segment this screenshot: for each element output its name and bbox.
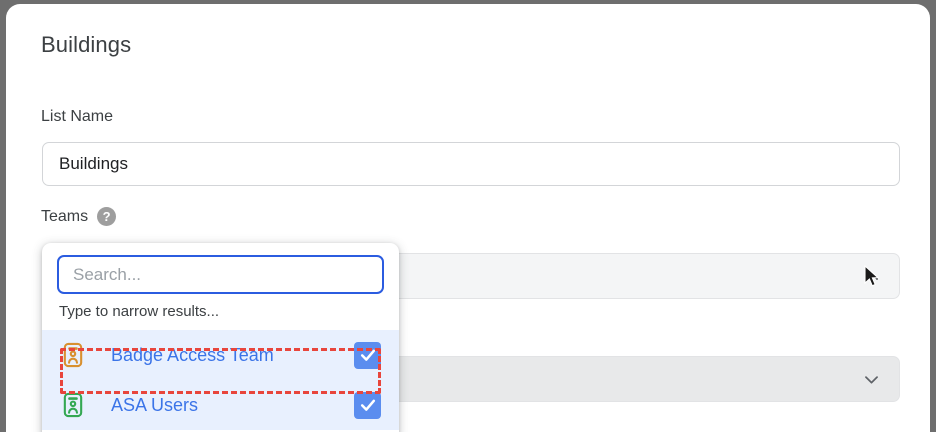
dropdown-search-input[interactable]	[57, 255, 384, 294]
page-title: Buildings	[41, 32, 132, 57]
list-name-input[interactable]	[42, 142, 900, 186]
teams-dropdown-panel: Type to narrow results... Badge Access T…	[42, 243, 399, 432]
teams-label: Teams ?	[41, 207, 117, 226]
dropdown-option-row[interactable]: ASA Users	[42, 380, 399, 430]
dropdown-option-list: Badge Access Team	[42, 330, 399, 430]
dropdown-hint-text: Type to narrow results...	[59, 303, 220, 320]
dropdown-option-label: Badge Access Team	[111, 344, 274, 365]
teams-label-text: Teams	[41, 207, 89, 225]
dropdown-option-label: ASA Users	[111, 394, 199, 415]
help-circle-icon[interactable]: ?	[97, 207, 117, 226]
dropdown-option-checkbox[interactable]	[354, 341, 381, 369]
dropdown-option-checkbox[interactable]	[354, 391, 381, 419]
chevron-up-icon[interactable]	[862, 267, 881, 286]
chevron-down-icon[interactable]	[862, 370, 881, 389]
app-window: Buildings List Name Teams ? ners	[6, 4, 930, 432]
id-badge-icon	[59, 391, 87, 419]
list-name-label: List Name	[41, 108, 114, 125]
dropdown-option-row[interactable]: Badge Access Team	[42, 330, 399, 380]
id-badge-icon	[59, 341, 87, 369]
page-body: Buildings List Name Teams ? ners	[6, 4, 930, 432]
